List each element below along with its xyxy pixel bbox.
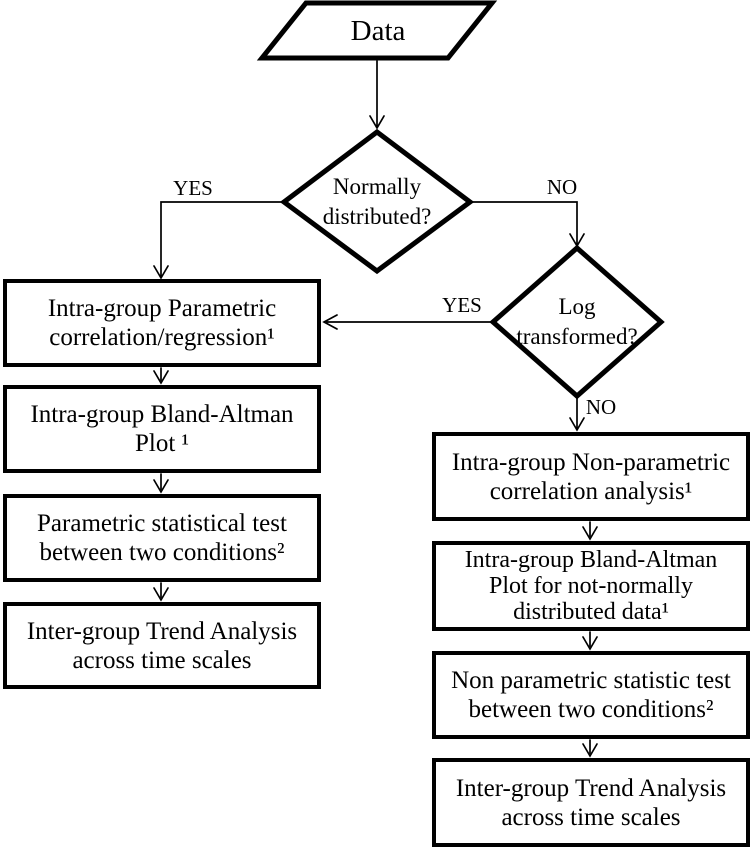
process-box-nonparametric-correlation-label: Intra-group Non-parametric correlation a…: [451, 448, 731, 505]
process-box-trend-analysis-right-label: Inter-group Trend Analysis across time s…: [455, 774, 727, 831]
decision-label-log-transformed: Log transformed?: [516, 294, 638, 349]
edge-label-log-yes: YES: [442, 293, 482, 317]
arrow-normality-yes-branch: [153, 201, 284, 280]
decision-label-normally-distributed: Normally distributed?: [322, 174, 432, 229]
process-box-trend-analysis-left-label: Inter-group Trend Analysis across time s…: [26, 617, 298, 674]
edge-label-log-no: NO: [585, 395, 617, 419]
edge-label-normality-no: NO: [546, 175, 578, 199]
decision-diamond-log-transformed: [489, 244, 665, 400]
arrow-data-to-normality: [369, 60, 385, 130]
process-box-nonparametric-test-label: Non parametric statistic test between tw…: [451, 667, 731, 723]
process-box-parametric-correlation-label: Intra-group Parametric correlation/regre…: [47, 295, 277, 351]
arrow-log-yes-branch: [322, 314, 494, 330]
process-box-nonparametric-bland-altman-label: Intra-group Bland-Altman Plot for not-no…: [464, 547, 718, 625]
arrow-left-box3-to-box4: [153, 582, 169, 602]
arrow-log-no-branch: [569, 396, 585, 432]
arrow-left-box2-to-box3: [153, 473, 169, 494]
process-box-parametric-bland-altman: Intra-group Bland-Altman Plot ¹: [3, 385, 321, 473]
process-box-parametric-test-label: Parametric statistical test between two …: [37, 510, 287, 566]
process-box-nonparametric-bland-altman: Intra-group Bland-Altman Plot for not-no…: [432, 541, 750, 631]
process-box-nonparametric-correlation: Intra-group Non-parametric correlation a…: [432, 432, 750, 521]
arrow-right-box2-to-box3: [582, 631, 598, 651]
connector-arrows: [153, 60, 598, 758]
process-box-trend-analysis-right: Inter-group Trend Analysis across time s…: [432, 758, 750, 847]
arrow-right-box1-to-box2: [582, 521, 598, 541]
process-box-trend-analysis-left: Inter-group Trend Analysis across time s…: [3, 602, 321, 689]
arrow-normality-no-branch: [469, 201, 585, 248]
process-box-parametric-test: Parametric statistical test between two …: [3, 494, 321, 582]
arrow-right-box3-to-box4: [582, 739, 598, 758]
process-box-nonparametric-test: Non parametric statistic test between tw…: [432, 651, 750, 739]
process-box-parametric-bland-altman-label: Intra-group Bland-Altman Plot ¹: [30, 401, 294, 457]
start-node-label: Data: [350, 14, 406, 47]
arrow-left-box1-to-box2: [153, 367, 169, 385]
start-parallelogram-shape: [256, 0, 498, 61]
decision-diamond-normally-distributed: [279, 128, 475, 275]
process-box-parametric-correlation: Intra-group Parametric correlation/regre…: [3, 279, 321, 367]
edge-label-normality-yes: YES: [173, 176, 213, 200]
